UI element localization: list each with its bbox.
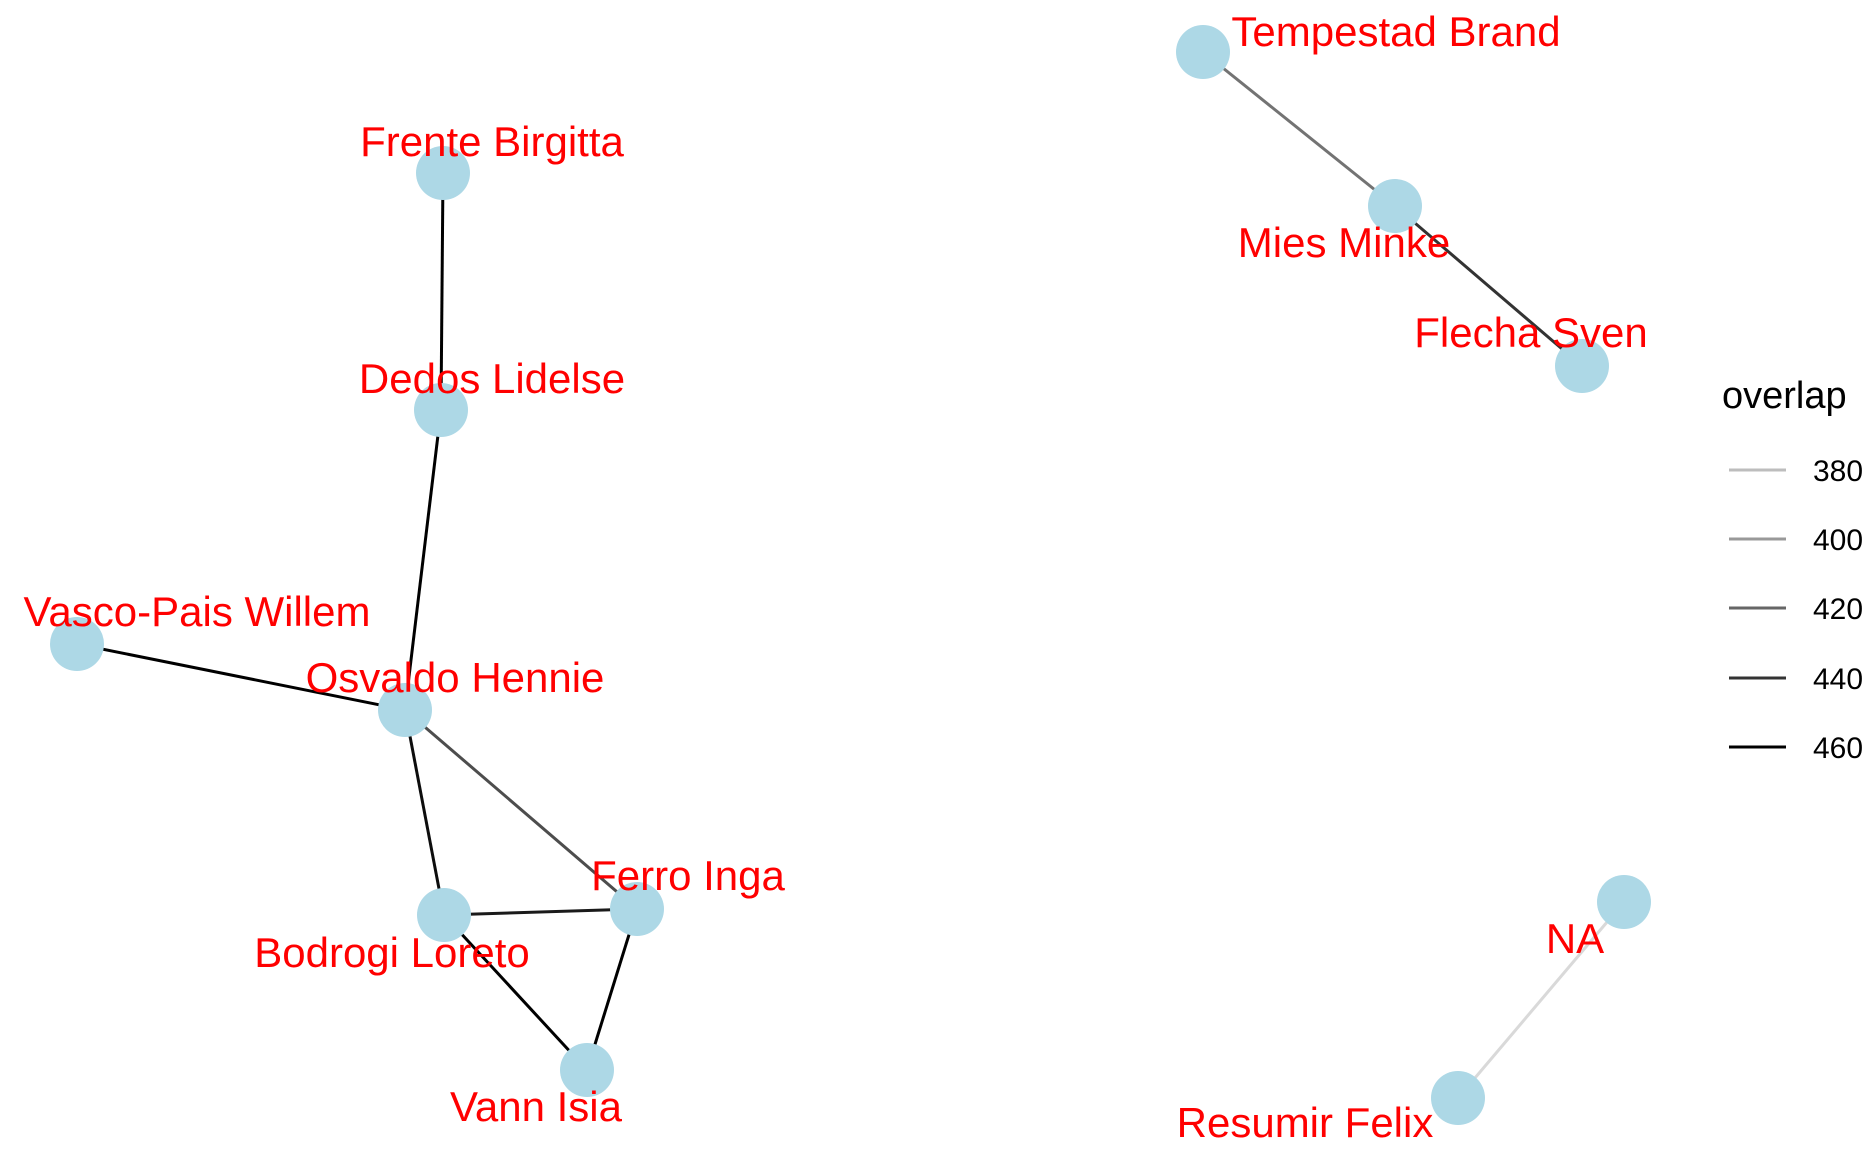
node-label-osvaldo: Osvaldo Hennie (306, 654, 605, 701)
node-label-ferro: Ferro Inga (591, 852, 785, 899)
edge-osvaldo-bodrogi (403, 709, 446, 916)
node-label-flecha: Flecha Sven (1414, 309, 1647, 356)
edge-bodrogi-vann (442, 913, 589, 1072)
node-vasco (50, 617, 104, 671)
node-label-frente: Frente Birgitta (360, 118, 624, 165)
node-mies (1368, 179, 1422, 233)
legend-label-440: 440 (1813, 663, 1863, 696)
node-ferro (610, 882, 664, 936)
edge-frente-dedos (439, 172, 445, 411)
node-dedos (414, 383, 468, 437)
edge-osvaldo-ferro (404, 708, 638, 911)
legend-label-460: 460 (1813, 732, 1863, 765)
edge-tempestad-mies (1202, 50, 1396, 208)
node-label-dedos: Dedos Lidelse (359, 355, 625, 402)
node-label-na: NA (1546, 915, 1604, 962)
node-label-tempestad: Tempestad Brand (1231, 8, 1560, 55)
edge-dedos-osvaldo (403, 409, 443, 711)
node-na (1597, 875, 1651, 929)
node-osvaldo (378, 683, 432, 737)
node-vann (560, 1043, 614, 1097)
node-bodrogi (417, 888, 471, 942)
node-resumir (1431, 1071, 1485, 1125)
legend-label-400: 400 (1813, 524, 1863, 557)
edge-bodrogi-ferro (443, 907, 638, 917)
node-layer (50, 25, 1651, 1125)
node-label-resumir: Resumir Felix (1177, 1099, 1434, 1146)
node-label-bodrogi: Bodrogi Loreto (254, 929, 530, 976)
legend-label-380: 380 (1813, 455, 1863, 488)
edge-na-resumir (1456, 901, 1626, 1099)
node-label-vasco: Vasco-Pais Willem (24, 588, 371, 635)
edge-vasco-osvaldo (76, 642, 406, 712)
edge-layer (76, 50, 1626, 1099)
edge-ferro-vann (585, 908, 639, 1071)
node-label-mies: Mies Minke (1238, 219, 1450, 266)
legend-label-420: 420 (1813, 593, 1863, 626)
node-label-vann: Vann Isia (450, 1083, 623, 1130)
legend: overlap 380 400 420 440 460 (1722, 375, 1863, 765)
node-frente (416, 146, 470, 200)
node-tempestad (1176, 25, 1230, 79)
legend-title: overlap (1722, 375, 1847, 417)
node-flecha (1555, 339, 1609, 393)
edge-mies-flecha (1394, 204, 1583, 368)
